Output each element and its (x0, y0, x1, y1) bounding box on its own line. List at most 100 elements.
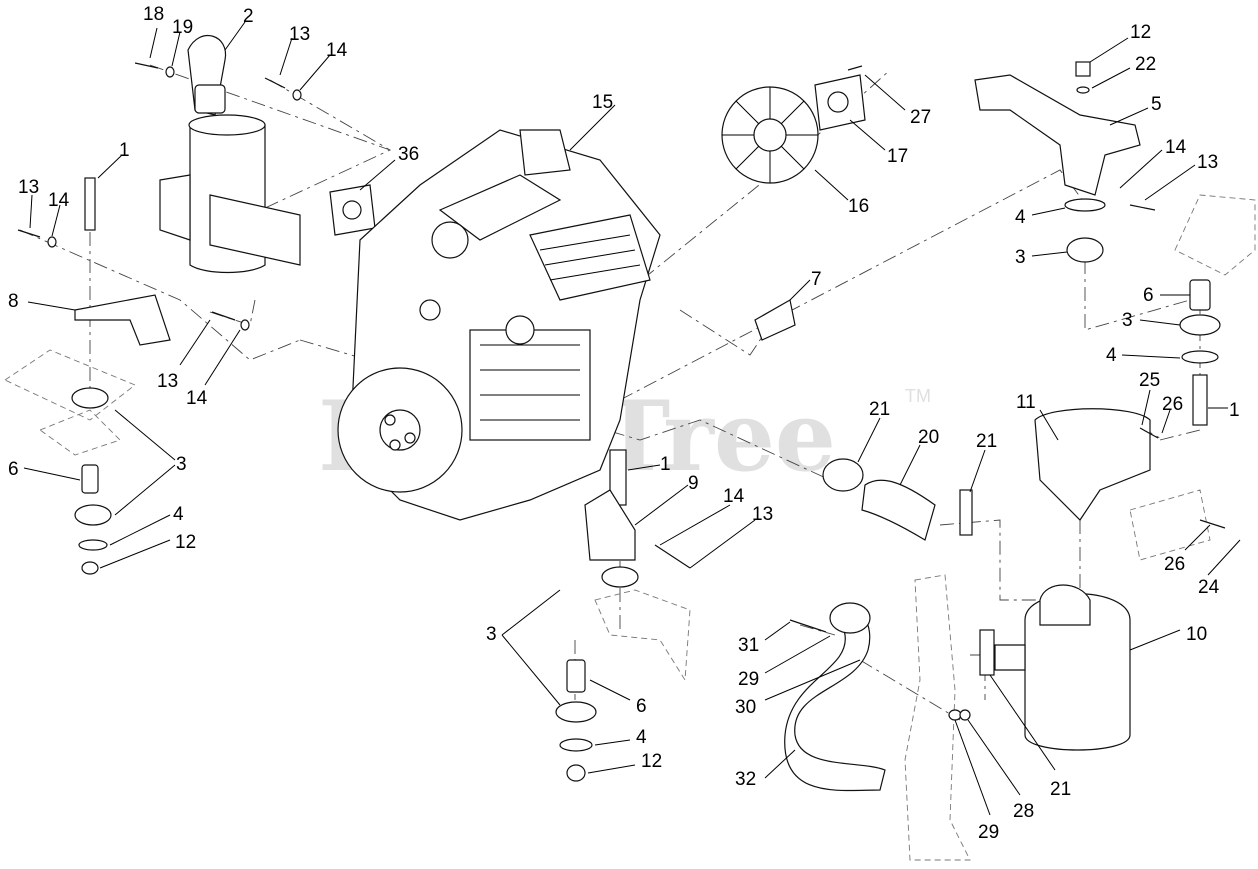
callout-29: 29 (738, 669, 759, 690)
muffler-assembly (159, 34, 301, 274)
callout-11: 11 (1016, 392, 1036, 413)
washer-29 (948, 709, 962, 721)
spacer-6a (81, 464, 99, 494)
clamp-21c (979, 629, 995, 676)
callout-6: 6 (8, 459, 19, 480)
thermostat-15 (519, 129, 571, 176)
intake-tube-assembly (784, 574, 971, 861)
callout-31: 31 (738, 635, 759, 656)
callout-6: 6 (636, 696, 647, 717)
callout-12: 12 (641, 751, 662, 772)
callout-25: 25 (1139, 370, 1160, 391)
washer-14a (292, 89, 302, 101)
leader-lines (23, 21, 1241, 816)
callout-10: 10 (1186, 624, 1207, 645)
callout-14: 14 (1165, 137, 1187, 158)
bolt-1a (84, 177, 96, 231)
callout-4: 4 (1106, 345, 1117, 366)
callout-9: 9 (688, 473, 699, 494)
callout-6: 6 (1143, 285, 1154, 306)
top-left-fasteners (17, 62, 302, 331)
callout-14: 14 (186, 388, 208, 409)
callout-15: 15 (592, 92, 613, 113)
callout-3: 3 (1015, 247, 1026, 268)
cushion-3a-lower (74, 504, 112, 526)
callout-7: 7 (811, 269, 822, 290)
washer-22 (1076, 86, 1090, 94)
bolt-27 (847, 65, 863, 71)
callout-19: 19 (172, 17, 193, 38)
callout-13: 13 (752, 504, 773, 525)
callout-13: 13 (289, 24, 310, 45)
washer-4d (559, 738, 593, 752)
cushion-3c (1179, 314, 1221, 336)
callout-13: 13 (157, 371, 178, 392)
callout-12: 12 (175, 532, 196, 553)
callout-30: 30 (735, 697, 756, 718)
muffler-bracket (209, 194, 301, 266)
callout-14: 14 (723, 486, 745, 507)
watermark-tm: TM (905, 386, 931, 406)
cushion-3e (555, 701, 597, 723)
bolt-31 (789, 619, 827, 633)
washer-14c (240, 319, 250, 331)
bolt-1b (1192, 374, 1208, 426)
hose-20 (861, 479, 936, 541)
callout-3: 3 (1122, 310, 1133, 331)
nut-12a (81, 561, 99, 575)
air-intake-assembly (822, 408, 1226, 751)
mount-bracket-8 (74, 294, 171, 346)
cushion-3d (601, 566, 639, 588)
callout-13: 13 (18, 177, 39, 198)
intake-tube-32 (784, 607, 886, 792)
bolt-13a (264, 77, 286, 89)
callout-32: 32 (735, 769, 756, 790)
spacer-6c (566, 659, 586, 693)
callout-3: 3 (176, 454, 187, 475)
callout-24: 24 (1198, 577, 1220, 598)
washer-4b (1064, 198, 1106, 212)
callout-16: 16 (848, 196, 869, 217)
callout-20: 20 (918, 427, 939, 448)
bolt-13c (211, 311, 236, 321)
bolt-13b (17, 229, 41, 238)
callout-4: 4 (1015, 207, 1026, 228)
fan-assembly (721, 65, 866, 184)
callout-21: 21 (1050, 779, 1071, 800)
callout-22: 22 (1135, 54, 1156, 75)
callout-28: 28 (1013, 801, 1034, 822)
spacer-6b (1189, 279, 1211, 311)
callout-12: 12 (1130, 22, 1151, 43)
washer-14b (47, 236, 57, 248)
callout-18: 18 (143, 4, 164, 25)
callout-26: 26 (1162, 394, 1183, 415)
callout-5: 5 (1151, 94, 1162, 115)
callout-26: 26 (1164, 554, 1185, 575)
bolt-24 (1199, 519, 1226, 529)
nut-12b (1075, 61, 1091, 77)
bolt-13e (654, 544, 691, 569)
callout-4: 4 (173, 504, 184, 525)
callout-36: 36 (398, 144, 419, 165)
air-cleaner-band-11 (1034, 408, 1151, 521)
clamp-21b (959, 489, 973, 536)
mount-bracket-5 (974, 74, 1141, 196)
callout-3: 3 (486, 624, 497, 645)
cushion-3a (71, 387, 109, 409)
callout-8: 8 (8, 291, 19, 312)
washer-19 (165, 66, 175, 78)
washer-4a (78, 539, 108, 551)
callout-27: 27 (910, 107, 931, 128)
washer-4c (1181, 350, 1219, 364)
callout-labels: 18 19 2 13 14 1 13 14 36 8 13 14 3 6 4 1… (8, 4, 1240, 843)
center-mount-assembly (555, 449, 691, 782)
callout-17: 17 (887, 146, 908, 167)
callout-13: 13 (1197, 152, 1218, 173)
callout-4: 4 (636, 727, 647, 748)
callout-29: 29 (978, 822, 999, 843)
bolt-18 (134, 62, 159, 69)
bolt-25 (1139, 427, 1159, 439)
callout-1: 1 (119, 140, 130, 161)
nut-28 (959, 709, 971, 721)
